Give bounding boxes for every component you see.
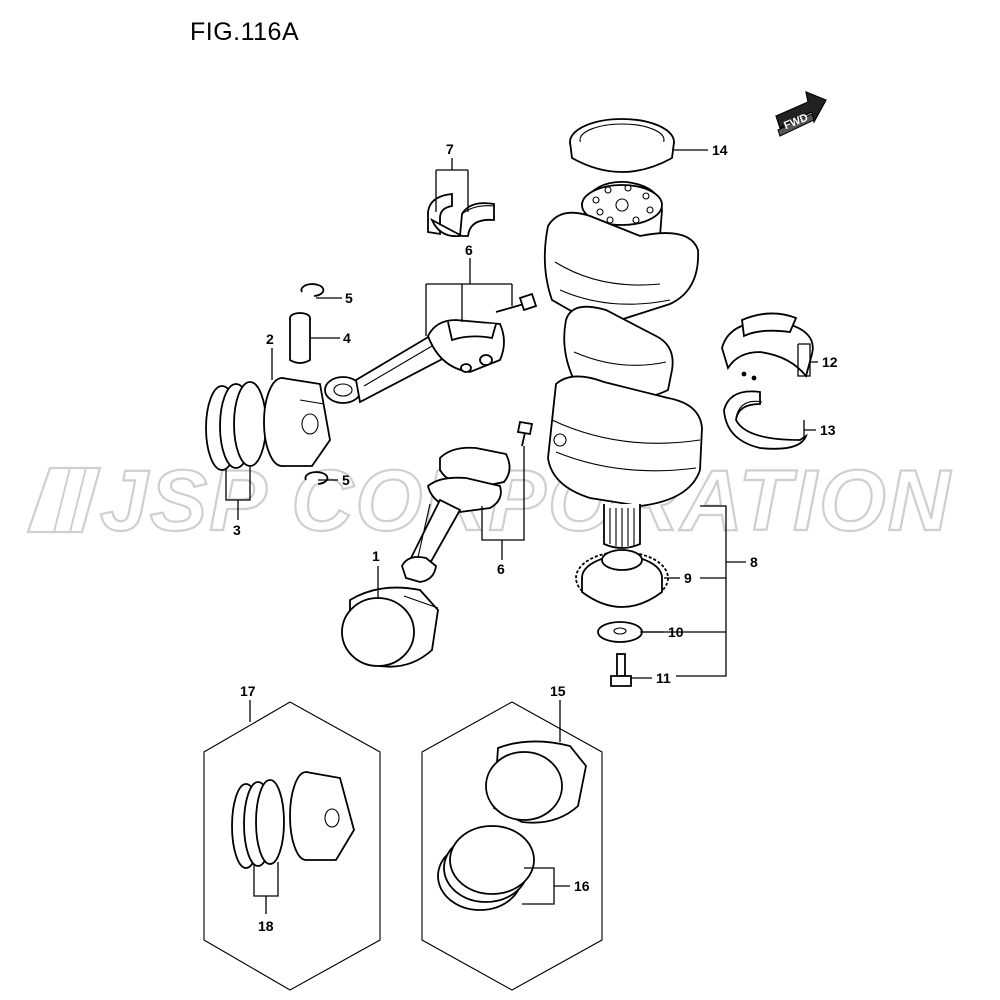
- piston-pin-part: [289, 312, 311, 364]
- piston-crown-part: [341, 586, 439, 668]
- callout-7: 7: [446, 141, 454, 157]
- callout-11: 11: [656, 670, 671, 686]
- callout-5-upper: 5: [345, 290, 353, 306]
- conrod-bearing-part: [427, 193, 495, 238]
- callout-16: 16: [574, 878, 590, 894]
- callout-14: 14: [712, 142, 728, 158]
- fwd-direction-icon: FWD: [775, 91, 827, 137]
- callout-9: 9: [684, 570, 692, 586]
- watermark-text: JSP CORPORATION: [100, 453, 952, 549]
- callout-6-lower: 6: [497, 561, 505, 577]
- callout-13: 13: [820, 422, 836, 438]
- figure-title: FIG.116A: [190, 18, 299, 46]
- watermark: JSP CORPORATION: [26, 452, 952, 550]
- callout-10: 10: [668, 624, 684, 640]
- crank-gear-part: [575, 549, 669, 608]
- callout-8: 8: [750, 554, 758, 570]
- circlip-upper-part: [300, 283, 325, 297]
- connecting-rod-lower-part: [401, 420, 534, 583]
- oil-seal-part: [569, 118, 675, 173]
- piston-kit-15-box: [421, 701, 603, 991]
- callout-15: 15: [550, 683, 566, 699]
- piston-kit-17-box: [203, 701, 381, 991]
- crank-bearing-upper-part: [721, 312, 814, 381]
- circlip-lower-part: [304, 471, 329, 485]
- bolt-part: [610, 653, 632, 687]
- connecting-rod-upper-part: [324, 292, 538, 404]
- callout-17: 17: [240, 683, 256, 699]
- callout-12: 12: [822, 354, 838, 370]
- callout-18: 18: [258, 918, 274, 934]
- crank-bearing-lower-part: [723, 390, 808, 450]
- washer-part: [597, 621, 643, 643]
- callout-3: 3: [233, 522, 241, 538]
- callout-labels: 7 6 5 4 2 5 3 6 1 14 12 13 8 9 10 11 17 …: [233, 141, 838, 934]
- piston-side-part: [263, 377, 331, 467]
- piston-rings-part: [205, 381, 267, 471]
- callout-1: 1: [372, 548, 380, 564]
- callout-2: 2: [266, 331, 274, 347]
- leader-lines: [225, 149, 818, 914]
- callout-4: 4: [343, 330, 351, 346]
- callout-5-lower: 5: [342, 472, 350, 488]
- callout-6-upper: 6: [465, 242, 473, 258]
- crankshaft-part: [543, 181, 703, 549]
